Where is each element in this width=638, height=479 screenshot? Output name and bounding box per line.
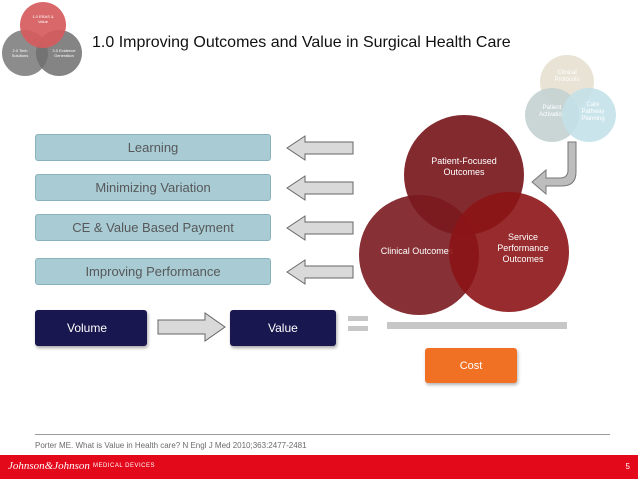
main-venn-right-circle: Service Performance Outcomes: [449, 192, 569, 312]
pill-learning: Learning: [35, 134, 271, 161]
small-venn-right-circle: Care Pathway Planning: [562, 88, 616, 142]
value-label: Value: [268, 321, 298, 335]
volume-label: Volume: [67, 321, 108, 335]
main-venn: Patient-Focused Outcomes Clinical Outcom…: [357, 115, 572, 315]
citation: Porter ME. What is Value in Health care?…: [35, 441, 307, 450]
corner-venn-top-label: 1.0 ERAS & Value: [32, 14, 54, 24]
equals-sign: [348, 316, 368, 332]
cost-label: Cost: [459, 359, 483, 372]
page-number: 5: [625, 462, 630, 471]
corner-venn-right-label: 3.0 Evidence Generation: [52, 48, 76, 58]
left-arrow-3: [286, 215, 354, 241]
curved-arrow: [531, 141, 577, 195]
right-arrow: [157, 312, 226, 342]
left-arrow-2: [286, 175, 354, 201]
small-venn-top-label: Clinical Protocols: [554, 70, 580, 83]
small-venn-left-label: Patient Activation: [538, 105, 565, 118]
small-venn: Clinical Protocols Patient Activation Ca…: [515, 55, 616, 145]
corner-venn-left-label: 2.0 Tech Solutions: [11, 48, 29, 58]
page-title: 1.0 Improving Outcomes and Value in Surg…: [92, 34, 511, 51]
corner-venn: 2.0 Tech Solutions 3.0 Evidence Generati…: [0, 0, 90, 80]
cost-box: Cost: [425, 348, 517, 383]
value-box: Value: [230, 310, 336, 346]
pill-minimizing-variation: Minimizing Variation: [35, 174, 271, 201]
left-arrow-1: [286, 135, 354, 161]
brand-division: MEDICAL DEVICES: [93, 463, 155, 469]
brand-name: Johnson&Johnson: [8, 460, 90, 472]
divider-line: [35, 434, 610, 435]
volume-box: Volume: [35, 310, 147, 346]
corner-venn-top-circle: 1.0 ERAS & Value: [20, 2, 66, 48]
pill-improving-performance: Improving Performance: [35, 258, 271, 285]
fraction-bar: [387, 322, 567, 329]
left-arrow-4: [286, 259, 354, 285]
footer-bar: Johnson&Johnson MEDICAL DEVICES 5: [0, 455, 638, 479]
main-venn-top-label: Patient-Focused Outcomes: [431, 156, 497, 177]
small-venn-right-label: Care Pathway Planning: [581, 101, 605, 122]
main-venn-right-label: Service Performance Outcomes: [497, 231, 549, 264]
main-venn-left-label: Clinical Outcomes: [380, 245, 454, 256]
pill-ce-value-based-payment: CE & Value Based Payment: [35, 214, 271, 241]
